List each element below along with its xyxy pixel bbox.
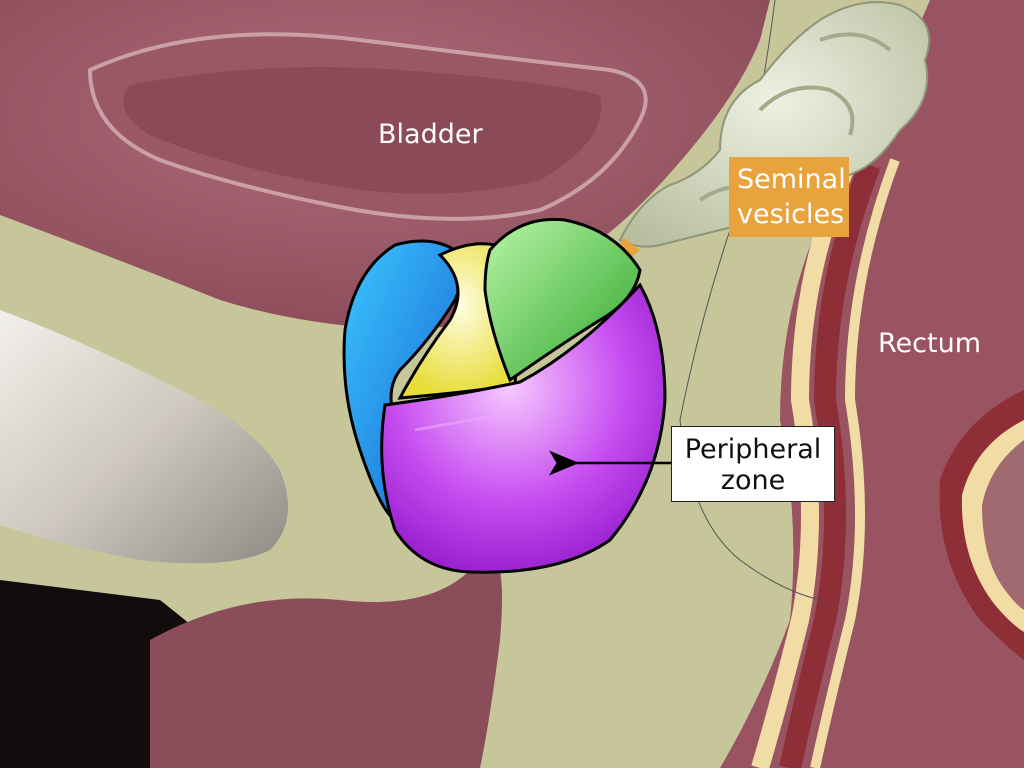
rectum-lumen	[982, 440, 1024, 610]
bladder-lumen-shadow	[123, 67, 602, 194]
prostate-green-zone	[483, 217, 642, 383]
peripheral-highlight	[414, 410, 521, 432]
rectum-wall-band-inner	[810, 158, 900, 768]
seminal-vesicles-label-line1: Seminal	[737, 164, 846, 195]
peripheral-zone-label-line1: Peripheral	[684, 434, 822, 465]
pubic-bone	[0, 310, 288, 564]
lower-tissue	[150, 555, 502, 768]
peripheral-zone-label-line2: zone	[720, 465, 786, 496]
bladder-label: Bladder	[378, 119, 483, 150]
seminal-vesicles-label-line2: vesicles	[737, 199, 845, 230]
rectum-tissue	[720, 0, 1024, 768]
seminal-vesicles-callout: Seminal vesicles	[729, 157, 849, 237]
rectum-label: Rectum	[878, 328, 982, 359]
peripheral-zone-callout: Peripheral zone	[671, 426, 835, 502]
prostate-peripheral-zone	[380, 282, 667, 574]
prostate-blue-zone	[342, 239, 464, 523]
ejaculatory-duct	[618, 238, 640, 258]
